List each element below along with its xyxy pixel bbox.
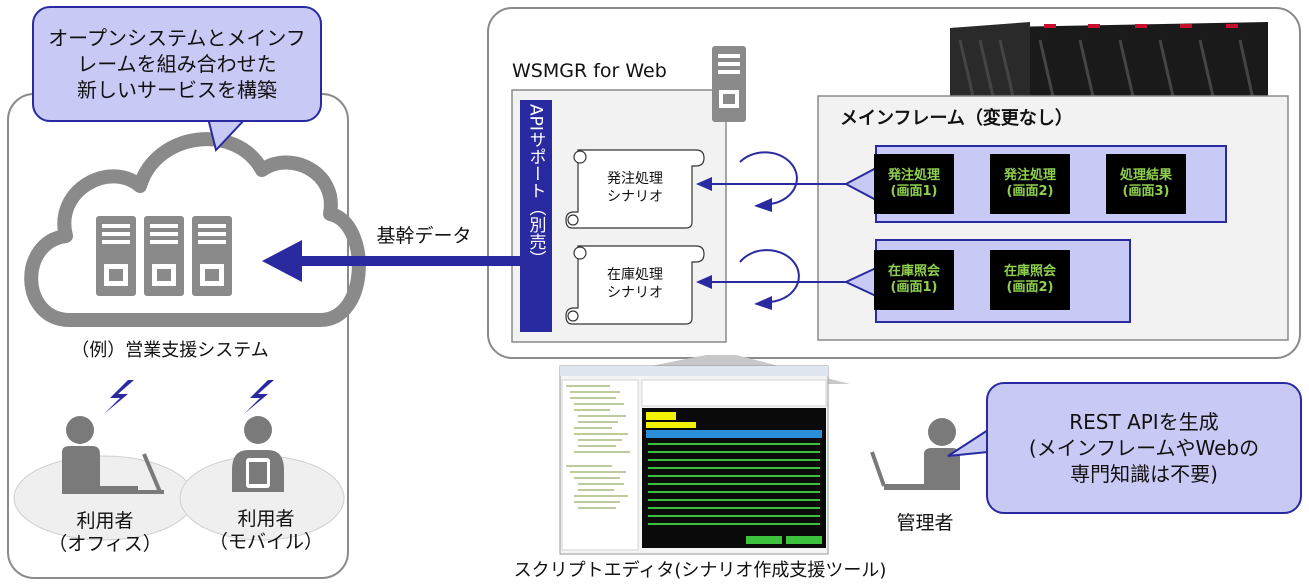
screen-stock-2: 在庫照会 (画面2) [990, 250, 1070, 310]
user-office-label: 利用者 （オフィス） [48, 510, 162, 556]
screen-stock-1: 在庫照会 (画面1) [874, 250, 954, 310]
admin-label: 管理者 [896, 512, 954, 534]
scroll-order [565, 149, 705, 229]
left-callout-text: オープンシステムとメインフ レームを組み合わせた 新しいサービスを構築 [48, 26, 306, 102]
mainframe-title: メインフレーム（変更なし） [840, 108, 1073, 129]
cloud-icon [24, 132, 366, 327]
office-user-icon [62, 416, 164, 494]
screen-order-2: 発注処理 (画面2) [990, 154, 1070, 214]
api-support-bar [520, 100, 552, 332]
user-mobile-label: 利用者 （モバイル） [208, 508, 323, 554]
mobile-user-icon [232, 416, 284, 492]
wsmgr-title: WSMGR for Web [512, 60, 667, 82]
lightning-icon [104, 380, 274, 414]
screen-result-3: 処理結果 (画面3) [1106, 154, 1186, 214]
screen-order-1: 発注処理 (画面1) [874, 154, 954, 214]
core-data-arrow [262, 240, 525, 282]
scenario-stock-label: 在庫処理 シナリオ [607, 267, 663, 302]
core-data-label: 基幹データ [376, 225, 472, 247]
script-editor-screenshot [559, 365, 829, 555]
scroll-stock [565, 245, 705, 325]
server-icon [712, 46, 746, 122]
left-callout: オープンシステムとメインフ レームを組み合わせた 新しいサービスを構築 [32, 6, 322, 122]
admin-user-icon [870, 418, 960, 490]
sales-system-label: （例）営業支援システム [71, 340, 269, 361]
scenario-order-label: 発注処理 シナリオ [607, 171, 663, 206]
script-editor-label: スクリプトエディタ(シナリオ作成支援ツール) [513, 560, 887, 581]
right-callout-text: REST APIを生成 (メインフレームやWebの 専門知識は不要) [1028, 410, 1260, 486]
api-support-label: APIサポート（別売） [525, 104, 546, 267]
right-callout: REST APIを生成 (メインフレームやWebの 専門知識は不要) [986, 382, 1302, 514]
